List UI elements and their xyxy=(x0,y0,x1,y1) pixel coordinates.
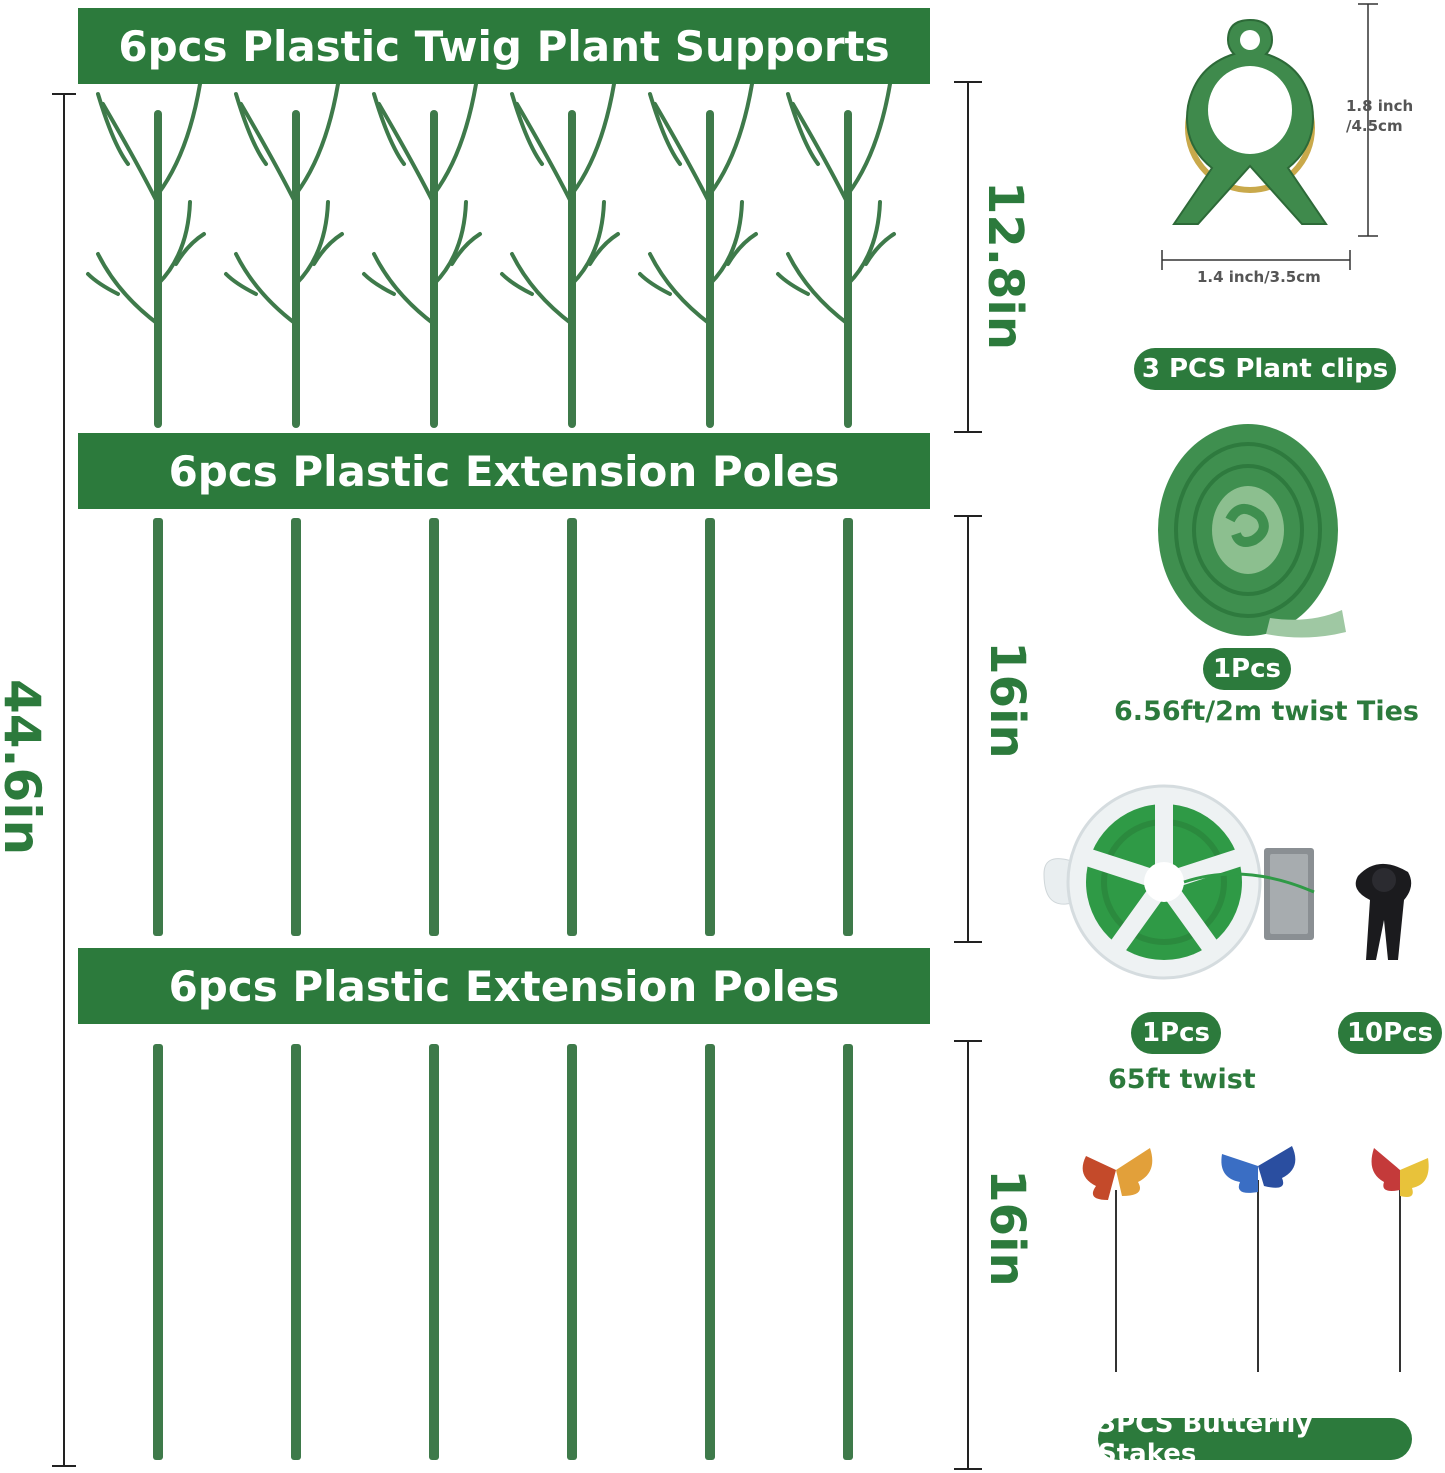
twig-support xyxy=(362,84,482,428)
ties-count-text: 1Pcs xyxy=(1212,654,1282,684)
plant-clamp-icon xyxy=(1355,863,1412,960)
twig-support xyxy=(776,84,896,428)
extension-poles-row-2 xyxy=(153,1044,853,1460)
twig-support xyxy=(500,84,620,428)
butterfly-stakes-icon xyxy=(1082,1146,1429,1372)
twist-tie-roll-icon xyxy=(1158,424,1346,638)
plant-clip-icon xyxy=(1161,3,1378,270)
extension-pole xyxy=(291,518,301,936)
ties-label: 6.56ft/2m twist Ties xyxy=(1114,696,1419,727)
twig-support xyxy=(224,84,344,428)
extension-poles-row-1 xyxy=(153,518,853,936)
extension-pole xyxy=(567,1044,577,1460)
clip-height-label: 1.8 inch /4.5cm xyxy=(1346,97,1414,135)
poles1-dimension-line xyxy=(954,515,982,943)
extension-pole xyxy=(429,518,439,936)
butterfly-badge: 3PCS Butterfly Stakes xyxy=(1098,1409,1412,1469)
twig-dimension-label: 12.8in xyxy=(977,181,1033,351)
poles1-banner: 6pcs Plastic Extension Poles xyxy=(78,433,930,509)
extension-pole xyxy=(843,1044,853,1460)
butterfly-badge-text: 3PCS Butterfly Stakes xyxy=(1098,1409,1313,1469)
extension-pole xyxy=(705,1044,715,1460)
poles2-banner: 6pcs Plastic Extension Poles xyxy=(78,948,930,1024)
clip-width-label: 1.4 inch/3.5cm xyxy=(1197,268,1321,286)
twist-wire-spool-icon xyxy=(1043,784,1315,980)
twist-label: 65ft twist xyxy=(1108,1064,1256,1095)
extension-pole xyxy=(567,518,577,936)
extension-pole xyxy=(429,1044,439,1460)
clips-badge-text: 3 PCS Plant clips xyxy=(1141,354,1389,384)
total-dimension-line xyxy=(52,93,76,1467)
poles2-dimension-label: 16in xyxy=(979,1169,1035,1287)
clamp-count-text: 10Pcs xyxy=(1346,1018,1434,1048)
twig-banner: 6pcs Plastic Twig Plant Supports xyxy=(78,8,930,84)
twig-banner-text: 6pcs Plastic Twig Plant Supports xyxy=(118,21,890,71)
twist-count-badge: 1Pcs xyxy=(1131,1012,1221,1054)
clips-badge: 3 PCS Plant clips xyxy=(1134,348,1396,390)
poles2-dimension-line xyxy=(954,1040,982,1470)
extension-pole xyxy=(153,1044,163,1460)
clamp-count-badge: 10Pcs xyxy=(1338,1012,1442,1054)
total-dimension-label: 44.6in xyxy=(0,678,51,856)
poles1-banner-text: 6pcs Plastic Extension Poles xyxy=(168,446,840,496)
ties-count-badge: 1Pcs xyxy=(1203,648,1291,690)
twig-supports-illustration xyxy=(86,84,896,428)
extension-pole xyxy=(291,1044,301,1460)
extension-pole xyxy=(705,518,715,936)
twig-support xyxy=(86,84,206,428)
extension-pole xyxy=(153,518,163,936)
poles2-banner-text: 6pcs Plastic Extension Poles xyxy=(168,961,840,1011)
extension-pole xyxy=(843,518,853,936)
twig-dimension-line xyxy=(954,81,982,433)
poles1-dimension-label: 16in xyxy=(979,641,1035,759)
twist-count-text: 1Pcs xyxy=(1141,1018,1211,1048)
twig-support xyxy=(638,84,758,428)
